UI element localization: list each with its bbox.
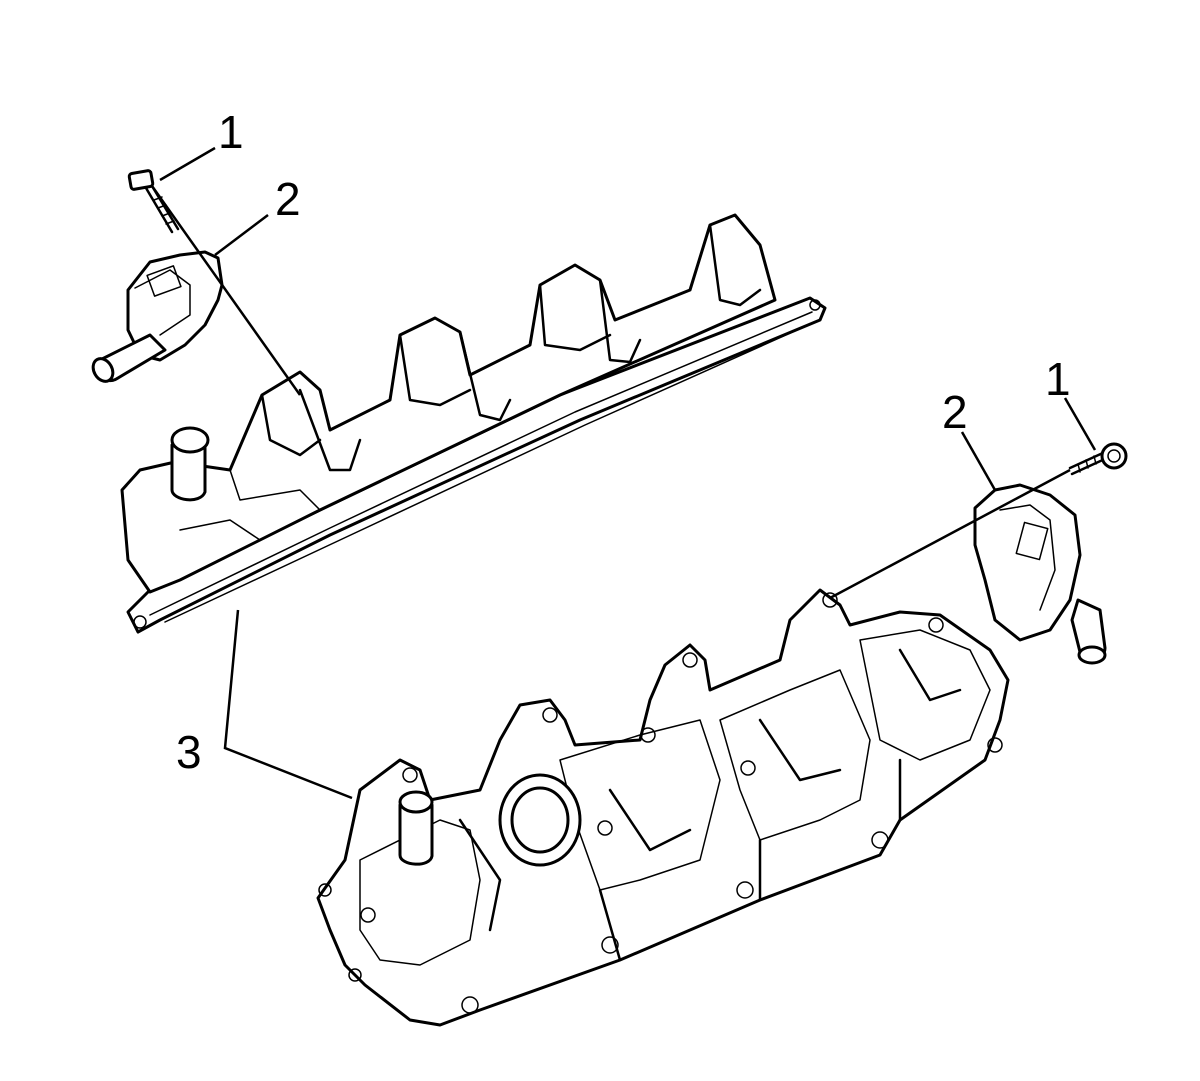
callout-2-left: 2	[275, 173, 301, 225]
callout-1-right-leader	[1063, 397, 1097, 451]
bolt-right-alignment-line	[829, 468, 1071, 600]
callout-1-left: 1	[218, 106, 244, 158]
callout-2-left-leader	[214, 214, 269, 256]
upper-valve-cover	[120, 213, 827, 634]
callout-3: 3	[176, 726, 202, 778]
callout-3-leader	[223, 609, 353, 800]
ignition-coil-right	[973, 483, 1107, 665]
lower-valve-cover	[316, 588, 1010, 1027]
callout-1-left-leader	[159, 146, 216, 182]
callout-2-right-leader	[960, 431, 997, 491]
bolt-left	[127, 169, 180, 234]
callout-2-right: 2	[942, 386, 968, 438]
bolt-left-alignment-line	[150, 185, 302, 396]
leader-lines	[150, 146, 1097, 800]
callout-1-right: 1	[1045, 353, 1071, 405]
bolt-right	[1068, 442, 1128, 476]
ignition-coil-left	[91, 250, 224, 383]
